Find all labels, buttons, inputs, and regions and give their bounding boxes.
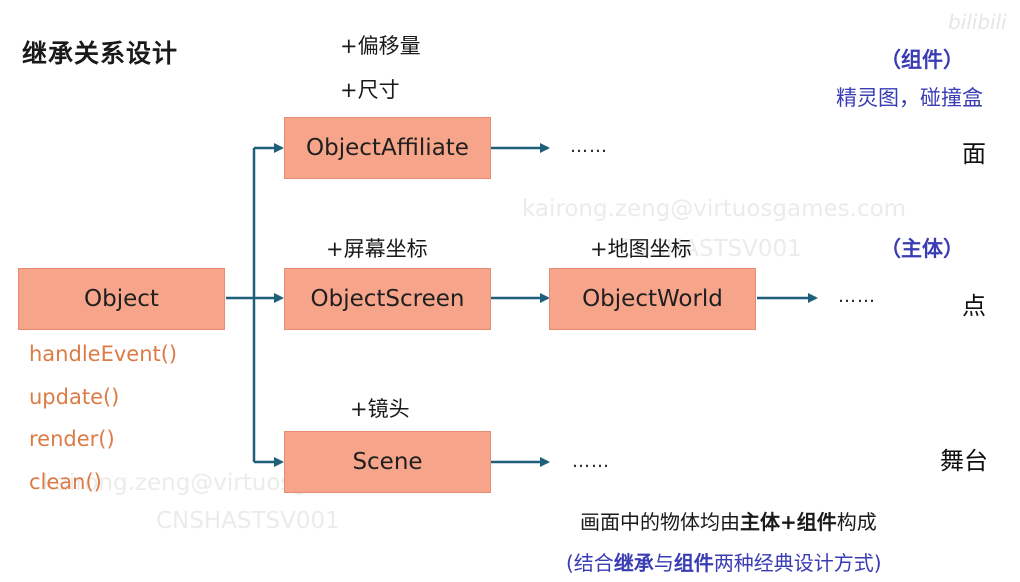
note-offset: +偏移量 bbox=[340, 34, 421, 58]
watermark-host: CNSHASTSV001 bbox=[618, 236, 802, 262]
watermark-email: kairong.zeng@virtuosgames.com bbox=[522, 196, 907, 222]
summary-2c: 与 bbox=[653, 551, 674, 575]
component-tag: （组件） bbox=[880, 48, 964, 72]
component-desc: 精灵图，碰撞盒 bbox=[836, 86, 983, 110]
method-handle-event: handleEvent() bbox=[29, 342, 178, 366]
node-object: Object bbox=[18, 268, 225, 330]
watermark-host: CNSHASTSV001 bbox=[156, 508, 340, 534]
node-object-world: ObjectWorld bbox=[549, 268, 756, 330]
summary-2a: (结合 bbox=[566, 551, 614, 575]
trunk-line bbox=[226, 148, 256, 462]
summary-2e: 两种经典设计方式) bbox=[713, 551, 882, 575]
label-surface: 面 bbox=[962, 140, 986, 168]
method-update: update() bbox=[29, 385, 120, 409]
note-screen-coords: +屏幕坐标 bbox=[326, 237, 428, 261]
summary-line-1: 画面中的物体均由主体+组件构成 bbox=[580, 506, 877, 535]
summary-line-2: (结合继承与组件两种经典设计方式) bbox=[566, 547, 882, 576]
ellipsis-scene: …… bbox=[572, 451, 610, 472]
summary-1b: 主体+组件 bbox=[740, 510, 837, 534]
method-clean: clean() bbox=[29, 470, 102, 494]
note-size: +尺寸 bbox=[340, 78, 400, 102]
label-point: 点 bbox=[962, 292, 986, 320]
summary-2d: 组件 bbox=[673, 551, 714, 575]
label-stage: 舞台 bbox=[940, 447, 988, 475]
summary-1c: 构成 bbox=[836, 510, 877, 534]
ellipsis-world: …… bbox=[838, 286, 876, 307]
node-object-affiliate: ObjectAffiliate bbox=[284, 117, 491, 179]
node-object-screen: ObjectScreen bbox=[284, 268, 491, 330]
subject-tag: （主体） bbox=[880, 237, 964, 261]
summary-1a: 画面中的物体均由 bbox=[580, 510, 740, 534]
node-scene: Scene bbox=[284, 431, 491, 493]
method-render: render() bbox=[29, 427, 115, 451]
bilibili-logo: bilibili bbox=[948, 10, 1007, 34]
note-map-coords: +地图坐标 bbox=[590, 237, 692, 261]
summary-2b: 继承 bbox=[613, 551, 654, 575]
page-title: 继承关系设计 bbox=[22, 39, 179, 68]
ellipsis-affiliate: …… bbox=[570, 136, 608, 157]
note-camera: +镜头 bbox=[350, 397, 410, 421]
